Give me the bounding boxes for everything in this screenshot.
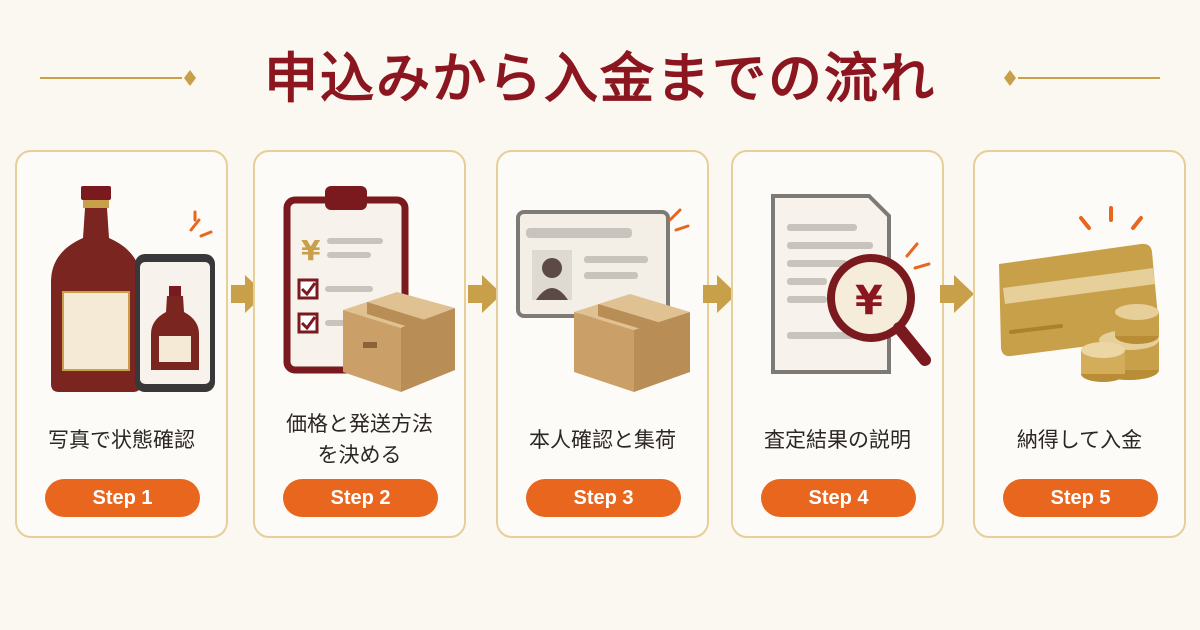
step-card-4: ¥ 査定結果の説明 Step 4: [731, 150, 944, 538]
arrow-right-icon: [703, 275, 737, 313]
step-5-illustration: [999, 206, 1160, 382]
cardboard-box-icon: [343, 292, 455, 392]
header: 申込みから入金までの流れ: [0, 38, 1200, 118]
step-2-label: 価格と発送方法 を決める: [286, 412, 433, 467]
step-5-label: 納得して入金: [1016, 427, 1143, 452]
page-title: 申込みから入金までの流れ: [264, 46, 936, 110]
step-1-label: 写真で状態確認: [48, 427, 195, 452]
step-1-illustration: [51, 186, 215, 392]
step-card-5: 納得して入金 Step 5: [973, 150, 1186, 538]
ornament-line-right: [1004, 70, 1160, 86]
step-5-badge: Step 5: [1003, 479, 1158, 517]
sparkle-icon: [1079, 206, 1143, 230]
step-2-illustration: ¥: [283, 186, 455, 392]
smartphone-photo-icon: [135, 210, 215, 392]
svg-text:¥: ¥: [301, 234, 321, 267]
coin-stack-icon: [1081, 304, 1159, 382]
ornament-line-left: [40, 70, 196, 86]
step-4-illustration: ¥: [771, 194, 931, 374]
step-card-1: 写真で状態確認 Step 1: [15, 150, 228, 538]
step-card-3: 本人確認と集荷 Step 3: [496, 150, 709, 538]
svg-text:¥: ¥: [855, 278, 883, 324]
step-1-badge: Step 1: [45, 479, 200, 517]
step-2-badge: Step 2: [283, 479, 438, 517]
step-3-illustration: [516, 208, 690, 392]
arrow-right-icon: [468, 275, 502, 313]
step-4-badge: Step 4: [761, 479, 916, 517]
step-3-label: 本人確認と集荷: [529, 427, 676, 452]
yen-magnifier-icon: ¥: [827, 242, 931, 366]
liquor-bottle-icon: [51, 186, 141, 392]
step-3-badge: Step 3: [526, 479, 681, 517]
step-card-2: ¥ 価格と発送方法 を決める Step 2: [253, 150, 466, 538]
cardboard-box-icon: [574, 294, 690, 392]
id-card-icon: [516, 208, 690, 318]
step-4-label: 査定結果の説明: [764, 427, 911, 452]
arrow-right-icon: [940, 275, 974, 313]
